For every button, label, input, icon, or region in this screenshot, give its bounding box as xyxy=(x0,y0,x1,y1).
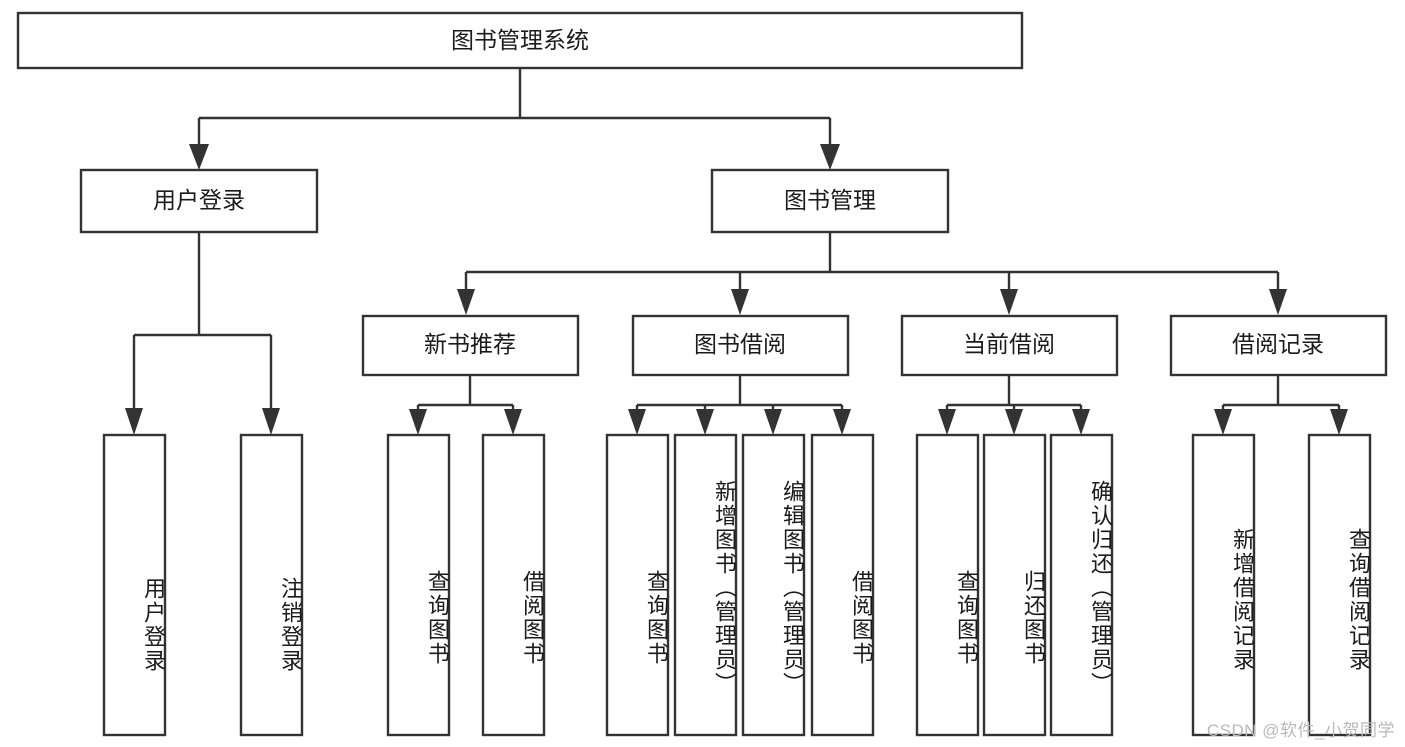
leaf-box-confirm-return[interactable] xyxy=(1049,433,1114,737)
node-user-login-label: 用户登录 xyxy=(153,187,245,213)
node-book-borrow-label: 图书借阅 xyxy=(694,331,786,357)
arrow-leaf-confirm-return xyxy=(1072,409,1090,435)
arrow-to-book-mgmt xyxy=(820,144,840,170)
leaf-box-add-record[interactable] xyxy=(1191,433,1256,737)
arrow-leaf-borrow-book-a xyxy=(504,409,522,435)
arrow-leaf-query-book-a xyxy=(409,409,427,435)
arrow-to-borrow-record xyxy=(1269,289,1287,315)
node-root-box[interactable] xyxy=(16,11,1024,70)
arrow-leaf-query-book-b xyxy=(628,409,646,435)
arrow-leaf-borrow-book-b xyxy=(833,409,851,435)
arrow-to-new-book-rec xyxy=(457,289,475,315)
nodes-layer: 图书管理系统 用户登录 图书管理 新书推荐 图书借阅 当前借阅 借阅记录 xyxy=(16,11,1388,737)
leaf-box-user-login[interactable] xyxy=(102,433,167,737)
arrow-leaf-query-record xyxy=(1330,409,1348,435)
leaf-box-query-book-c[interactable] xyxy=(915,433,980,737)
arrow-to-book-borrow xyxy=(731,289,749,315)
leaf-box-query-book-a[interactable] xyxy=(386,433,451,737)
leaf-box-query-book-b[interactable] xyxy=(605,433,670,737)
node-current-borrow-label: 当前借阅 xyxy=(963,331,1055,357)
node-borrow-record-box[interactable] xyxy=(1169,314,1388,377)
leaf-box-edit-book[interactable] xyxy=(741,433,806,737)
node-book-borrow-box[interactable] xyxy=(631,314,850,377)
leaf-box-add-book[interactable] xyxy=(673,433,738,737)
leaf-box-logout[interactable] xyxy=(239,433,304,737)
node-book-mgmt-label: 图书管理 xyxy=(784,187,876,213)
arrow-leaf-add-book xyxy=(696,409,714,435)
arrow-to-current-borrow xyxy=(1000,289,1018,315)
node-book-mgmt-box[interactable] xyxy=(710,168,950,234)
edges-layer xyxy=(125,68,1348,435)
leaf-box-borrow-book-a[interactable] xyxy=(481,433,546,737)
arrow-to-user-login xyxy=(189,144,209,170)
node-root-label: 图书管理系统 xyxy=(451,27,589,53)
arrow-leaf-query-book-c xyxy=(938,409,956,435)
node-borrow-record-label: 借阅记录 xyxy=(1232,331,1324,357)
leaf-box-borrow-book-b[interactable] xyxy=(810,433,875,737)
csdn-watermark: CSDN @软件_小贺同学 xyxy=(1206,721,1395,740)
arrow-leaf-edit-book xyxy=(764,409,782,435)
leaf-box-query-record[interactable] xyxy=(1307,433,1372,737)
leaf-box-return-book[interactable] xyxy=(982,433,1047,737)
node-current-borrow-box[interactable] xyxy=(900,314,1119,377)
arrow-leaf-return-book xyxy=(1005,409,1023,435)
arrow-leaf-user-login xyxy=(125,408,143,435)
arrow-leaf-logout xyxy=(262,408,280,435)
node-user-login-box[interactable] xyxy=(79,168,319,234)
node-new-book-rec-box[interactable] xyxy=(361,314,580,377)
node-new-book-rec-label: 新书推荐 xyxy=(424,331,516,357)
arrow-leaf-add-record xyxy=(1214,409,1232,435)
